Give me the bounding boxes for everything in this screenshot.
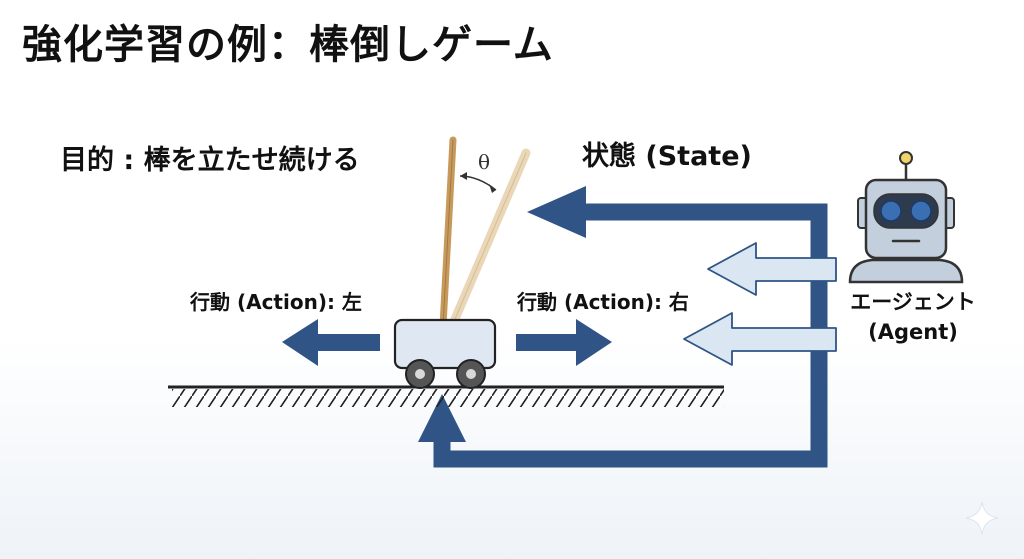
action-right-arrow xyxy=(516,319,612,366)
angle-theta-label: θ xyxy=(478,150,491,174)
ground-hatch xyxy=(172,389,724,407)
state-arrowhead-up xyxy=(418,394,466,442)
agent-action-arrow-lower xyxy=(683,312,837,366)
agent-action-arrow-upper xyxy=(707,242,837,296)
cart-wheel-left xyxy=(405,359,435,389)
robot-icon xyxy=(848,151,964,284)
action-left-label: 行動 (Action): 左 xyxy=(190,290,362,314)
action-right-label: 行動 (Action): 右 xyxy=(517,290,689,314)
action-left-arrow xyxy=(282,319,380,366)
goal-label: 目的 : 棒を立たせ続ける xyxy=(60,145,360,176)
agent-name-label: エージェント xyxy=(850,290,976,314)
slide-title: 強化学習の例：棒倒しゲーム xyxy=(22,22,554,68)
cart-body xyxy=(393,318,497,370)
state-label: 状態 (State) xyxy=(582,141,752,172)
state-feedback-loop xyxy=(433,203,828,468)
agent-en-label: (Agent) xyxy=(868,320,958,344)
sparkle-icon xyxy=(965,501,999,535)
cart-wheel-right xyxy=(456,359,486,389)
state-arrowhead-left xyxy=(527,186,586,238)
